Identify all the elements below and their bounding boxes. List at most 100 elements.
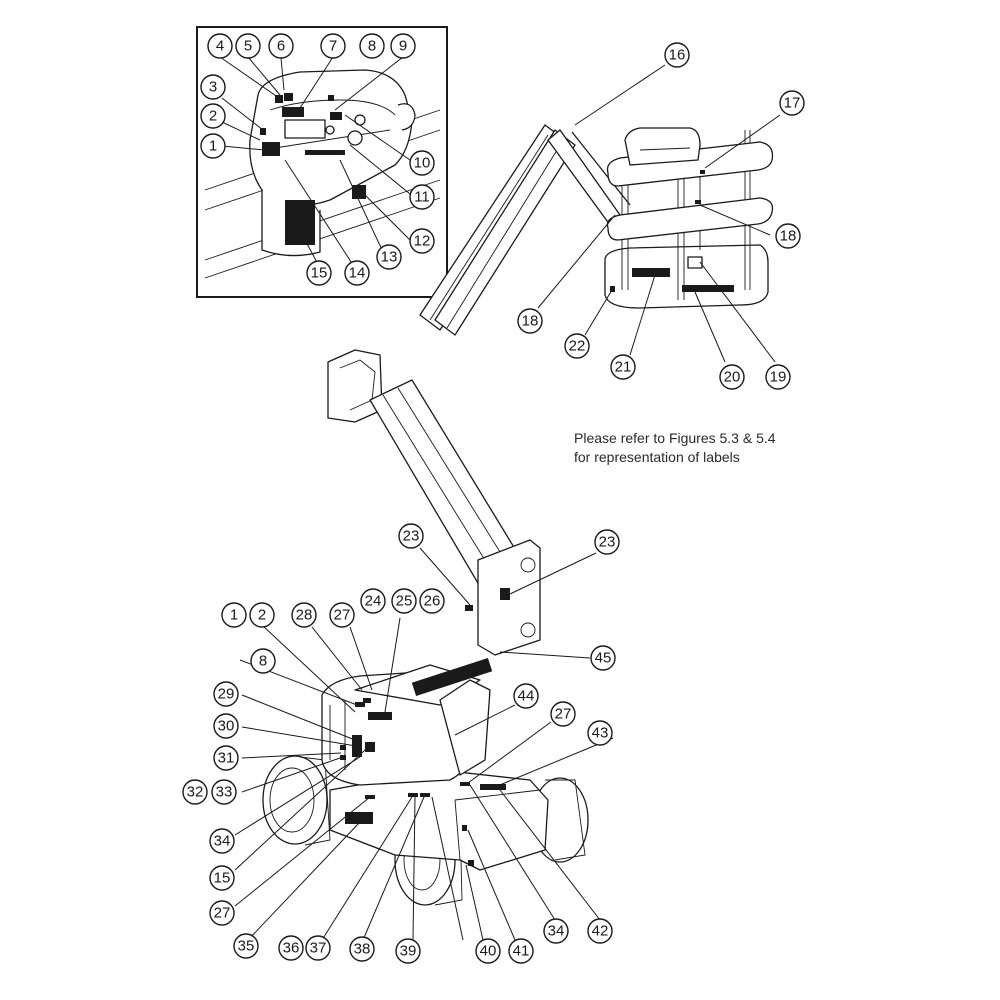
callout-24: 24 xyxy=(360,588,386,614)
svg-text:34: 34 xyxy=(214,833,231,850)
svg-text:25: 25 xyxy=(396,593,413,610)
svg-text:2: 2 xyxy=(209,108,217,125)
svg-text:29: 29 xyxy=(218,686,235,703)
callouts: 4 5 6 7 8 9 3 2 1 10 11 12 13 14 15 16 1… xyxy=(182,33,805,964)
callout-10: 10 xyxy=(409,150,435,176)
svg-text:23: 23 xyxy=(403,528,420,545)
svg-text:5: 5 xyxy=(244,38,252,55)
svg-text:15: 15 xyxy=(214,870,231,887)
chassis xyxy=(262,657,589,906)
callout-27-top: 27 xyxy=(329,602,355,628)
svg-text:35: 35 xyxy=(238,938,255,955)
callout-30: 30 xyxy=(213,713,239,739)
svg-text:23: 23 xyxy=(599,534,616,551)
svg-text:2: 2 xyxy=(258,607,266,624)
svg-text:27: 27 xyxy=(334,607,351,624)
svg-text:27: 27 xyxy=(555,706,572,723)
callout-19: 19 xyxy=(765,364,791,390)
callout-36: 36 xyxy=(278,935,304,961)
callout-9: 9 xyxy=(390,33,416,59)
svg-text:28: 28 xyxy=(296,607,313,624)
callout-5: 5 xyxy=(235,33,261,59)
figure-reference-note: Please refer to Figures 5.3 & 5.4 for re… xyxy=(574,429,776,467)
callout-33: 33 xyxy=(211,779,237,805)
callout-6: 6 xyxy=(268,33,294,59)
svg-text:14: 14 xyxy=(349,265,366,282)
svg-text:1: 1 xyxy=(230,607,238,624)
callout-26: 26 xyxy=(419,588,445,614)
callout-4: 4 xyxy=(207,33,233,59)
svg-text:16: 16 xyxy=(669,47,686,64)
svg-text:43: 43 xyxy=(592,725,609,742)
svg-text:12: 12 xyxy=(414,233,431,250)
svg-text:8: 8 xyxy=(259,653,267,670)
svg-text:22: 22 xyxy=(569,338,586,355)
svg-text:41: 41 xyxy=(513,943,530,960)
note-line-1: Please refer to Figures 5.3 & 5.4 xyxy=(574,430,776,446)
callout-28: 28 xyxy=(291,602,317,628)
svg-text:26: 26 xyxy=(424,593,441,610)
svg-text:33: 33 xyxy=(216,784,233,801)
svg-text:21: 21 xyxy=(615,359,632,376)
svg-text:37: 37 xyxy=(310,940,327,957)
svg-text:36: 36 xyxy=(283,940,300,957)
leader-lines xyxy=(219,56,781,941)
inset-console-detail xyxy=(196,26,448,298)
callout-31: 31 xyxy=(213,745,239,771)
svg-text:39: 39 xyxy=(400,943,417,960)
callout-44: 44 xyxy=(513,683,539,709)
callout-42: 42 xyxy=(587,918,613,944)
svg-text:3: 3 xyxy=(209,79,217,96)
callout-34-right: 34 xyxy=(543,918,569,944)
callout-18-right: 18 xyxy=(775,223,801,249)
svg-text:6: 6 xyxy=(277,38,285,55)
callout-20: 20 xyxy=(719,364,745,390)
callout-15-chassis: 15 xyxy=(209,865,235,891)
svg-text:24: 24 xyxy=(365,593,382,610)
callout-2: 2 xyxy=(200,103,226,129)
svg-text:7: 7 xyxy=(329,38,337,55)
callout-39: 39 xyxy=(395,938,421,964)
callout-27-right: 27 xyxy=(550,701,576,727)
callout-25: 25 xyxy=(391,588,417,614)
svg-text:4: 4 xyxy=(216,38,224,55)
svg-text:38: 38 xyxy=(354,941,371,958)
callout-15: 15 xyxy=(306,260,332,286)
svg-text:30: 30 xyxy=(218,718,235,735)
callout-11: 11 xyxy=(409,184,435,210)
callout-41: 41 xyxy=(508,938,534,964)
svg-text:8: 8 xyxy=(368,38,376,55)
callout-21: 21 xyxy=(610,354,636,380)
boom-assembly xyxy=(327,124,631,656)
svg-text:9: 9 xyxy=(399,38,407,55)
svg-text:10: 10 xyxy=(414,155,431,172)
callout-13: 13 xyxy=(376,244,402,270)
callout-8-chassis: 8 xyxy=(250,648,276,674)
svg-text:45: 45 xyxy=(595,650,612,667)
callout-34-left: 34 xyxy=(209,828,235,854)
callout-14: 14 xyxy=(344,260,370,286)
callout-8: 8 xyxy=(359,33,385,59)
callout-2-chassis: 2 xyxy=(249,602,275,628)
svg-text:42: 42 xyxy=(592,923,609,940)
callout-35: 35 xyxy=(233,933,259,959)
callout-17: 17 xyxy=(779,90,805,116)
callout-1: 1 xyxy=(200,133,226,159)
svg-text:13: 13 xyxy=(381,249,398,266)
svg-text:1: 1 xyxy=(209,138,217,155)
callout-29: 29 xyxy=(213,681,239,707)
callout-37: 37 xyxy=(305,935,331,961)
callout-7: 7 xyxy=(320,33,346,59)
svg-text:11: 11 xyxy=(414,189,430,206)
callout-43: 43 xyxy=(587,720,613,746)
svg-text:31: 31 xyxy=(218,750,235,767)
svg-text:18: 18 xyxy=(780,228,797,245)
note-line-2: for representation of labels xyxy=(574,449,740,465)
callout-3: 3 xyxy=(200,74,226,100)
svg-text:34: 34 xyxy=(548,923,565,940)
svg-text:17: 17 xyxy=(784,95,801,112)
svg-text:27: 27 xyxy=(214,905,231,922)
svg-text:18: 18 xyxy=(522,313,539,330)
svg-text:44: 44 xyxy=(518,688,535,705)
